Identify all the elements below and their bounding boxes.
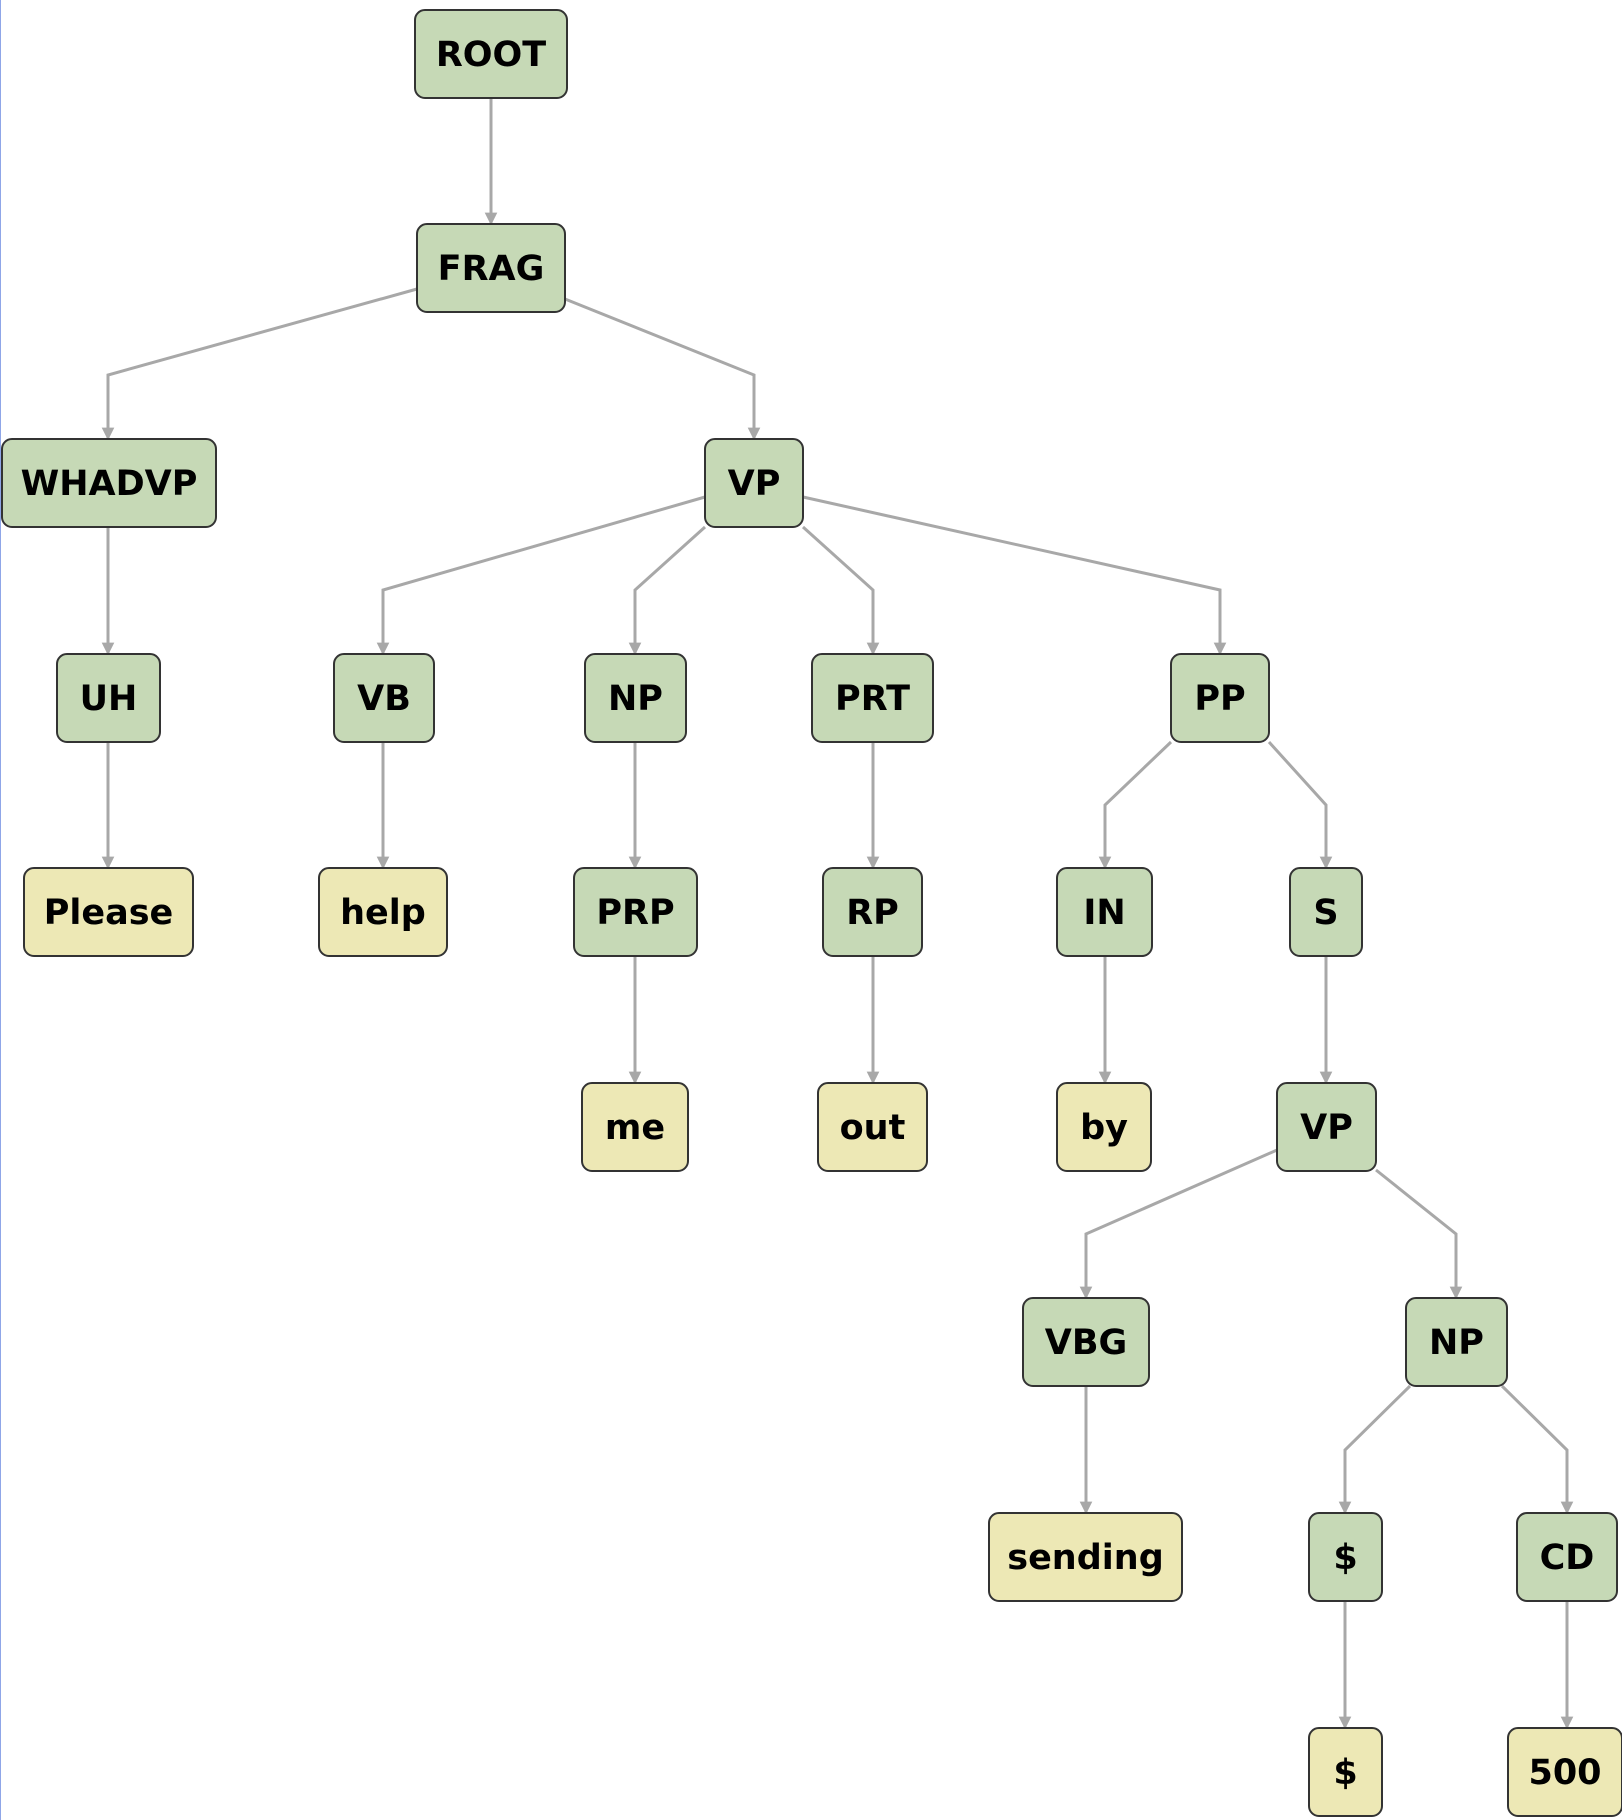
- tree-node-me: me: [581, 1082, 689, 1172]
- edge-vp1-to-vb: [376, 495, 706, 656]
- phrase-node-box: [1, 438, 217, 528]
- word-node-label: 500: [1528, 1753, 1601, 1793]
- phrase-node-label: ROOT: [436, 35, 546, 75]
- tree-node-help: help: [318, 867, 448, 957]
- tree-node-pp: PP: [1170, 653, 1270, 743]
- phrase-node-box: [1056, 867, 1153, 957]
- word-node-box: [817, 1082, 928, 1172]
- phrase-node-box: [1170, 653, 1270, 743]
- tree-node-please: Please: [23, 867, 194, 957]
- word-node-box: [23, 867, 194, 957]
- tree-node-frag: FRAG: [416, 223, 566, 313]
- tree-node-s: S: [1289, 867, 1363, 957]
- edge-layer: [101, 98, 1574, 1730]
- phrase-node-box: [1308, 1512, 1383, 1602]
- phrase-node-label: S: [1313, 893, 1338, 933]
- left-edge-rule: [0, 0, 1, 1820]
- phrase-node-label: VP: [728, 464, 781, 504]
- edge-frag-to-whadvp: [101, 287, 418, 441]
- tree-node-dollar-tag: $: [1308, 1512, 1383, 1602]
- phrase-node-box: [704, 438, 804, 528]
- edge-vp2-to-vbg: [1079, 1148, 1278, 1300]
- tree-node-prp: PRP: [573, 867, 698, 957]
- tree-node-by: by: [1056, 1082, 1152, 1172]
- tree-node-vbg: VBG: [1022, 1297, 1150, 1387]
- tree-node-out: out: [817, 1082, 928, 1172]
- tree-node-rp: RP: [822, 867, 923, 957]
- edge-vp1-to-np1: [628, 525, 707, 656]
- edge-np2-to-dollar-tag: [1338, 1384, 1412, 1515]
- word-node-box: [1056, 1082, 1152, 1172]
- phrase-node-label: RP: [846, 893, 899, 933]
- tree-node-dollar-word: $: [1308, 1727, 1383, 1817]
- edge-pp-to-s: [1267, 740, 1333, 870]
- phrase-node-label: VBG: [1045, 1323, 1128, 1363]
- phrase-node-box: [1289, 867, 1363, 957]
- edge-vp1-to-pp: [802, 495, 1227, 656]
- tree-node-whadvp: WHADVP: [1, 438, 217, 528]
- phrase-node-label: VB: [357, 679, 411, 719]
- phrase-node-box: [1405, 1297, 1508, 1387]
- word-node-box: [988, 1512, 1183, 1602]
- tree-node-np1: NP: [584, 653, 687, 743]
- phrase-node-label: $: [1333, 1538, 1357, 1578]
- phrase-node-box: [822, 867, 923, 957]
- tree-node-vp2: VP: [1276, 1082, 1377, 1172]
- phrase-node-label: FRAG: [438, 249, 545, 289]
- phrase-node-label: VP: [1300, 1108, 1353, 1148]
- tree-node-sending: sending: [988, 1512, 1183, 1602]
- word-node-label: $: [1333, 1753, 1357, 1793]
- word-node-label: sending: [1007, 1538, 1164, 1578]
- phrase-node-label: PRT: [835, 679, 910, 719]
- phrase-node-box: [811, 653, 934, 743]
- phrase-node-box: [333, 653, 435, 743]
- edge-np2-to-cd: [1500, 1384, 1574, 1515]
- word-node-label: me: [605, 1108, 665, 1148]
- tree-node-root: ROOT: [414, 9, 568, 99]
- tree-node-np2: NP: [1405, 1297, 1508, 1387]
- tree-node-prt: PRT: [811, 653, 934, 743]
- phrase-node-box: [414, 9, 568, 99]
- phrase-node-box: [1276, 1082, 1377, 1172]
- edge-pp-to-in: [1098, 740, 1173, 870]
- phrase-node-box: [1022, 1297, 1150, 1387]
- node-layer: ROOT FRAG WHADVP VP UH VB NP PRT PP Please help PRP…: [1, 9, 1622, 1817]
- phrase-node-box: [56, 653, 161, 743]
- tree-node-cd: CD: [1516, 1512, 1618, 1602]
- phrase-node-box: [416, 223, 566, 313]
- word-node-label: help: [340, 893, 426, 933]
- phrase-node-label: PRP: [596, 893, 674, 933]
- word-node-box: [1308, 1727, 1383, 1817]
- phrase-node-label: NP: [1429, 1323, 1484, 1363]
- phrase-node-label: IN: [1083, 893, 1125, 933]
- phrase-node-label: PP: [1194, 679, 1245, 719]
- phrase-node-box: [584, 653, 687, 743]
- tree-node-uh: UH: [56, 653, 161, 743]
- tree-node-vb: VB: [333, 653, 435, 743]
- word-node-label: out: [840, 1108, 906, 1148]
- tree-node-500: 500: [1507, 1727, 1622, 1817]
- phrase-node-label: NP: [608, 679, 663, 719]
- word-node-box: [581, 1082, 689, 1172]
- phrase-node-label: CD: [1540, 1538, 1595, 1578]
- phrase-node-label: UH: [80, 679, 138, 719]
- tree-node-in: IN: [1056, 867, 1153, 957]
- edge-vp1-to-prt: [801, 525, 880, 656]
- word-node-box: [1507, 1727, 1622, 1817]
- word-node-box: [318, 867, 448, 957]
- phrase-node-box: [573, 867, 698, 957]
- edge-vp2-to-np2: [1375, 1168, 1463, 1300]
- phrase-node-box: [1516, 1512, 1618, 1602]
- edge-frag-to-vp1: [564, 297, 761, 441]
- word-node-label: by: [1080, 1108, 1128, 1148]
- phrase-node-label: WHADVP: [21, 464, 198, 504]
- word-node-label: Please: [44, 893, 174, 933]
- tree-node-vp1: VP: [704, 438, 804, 528]
